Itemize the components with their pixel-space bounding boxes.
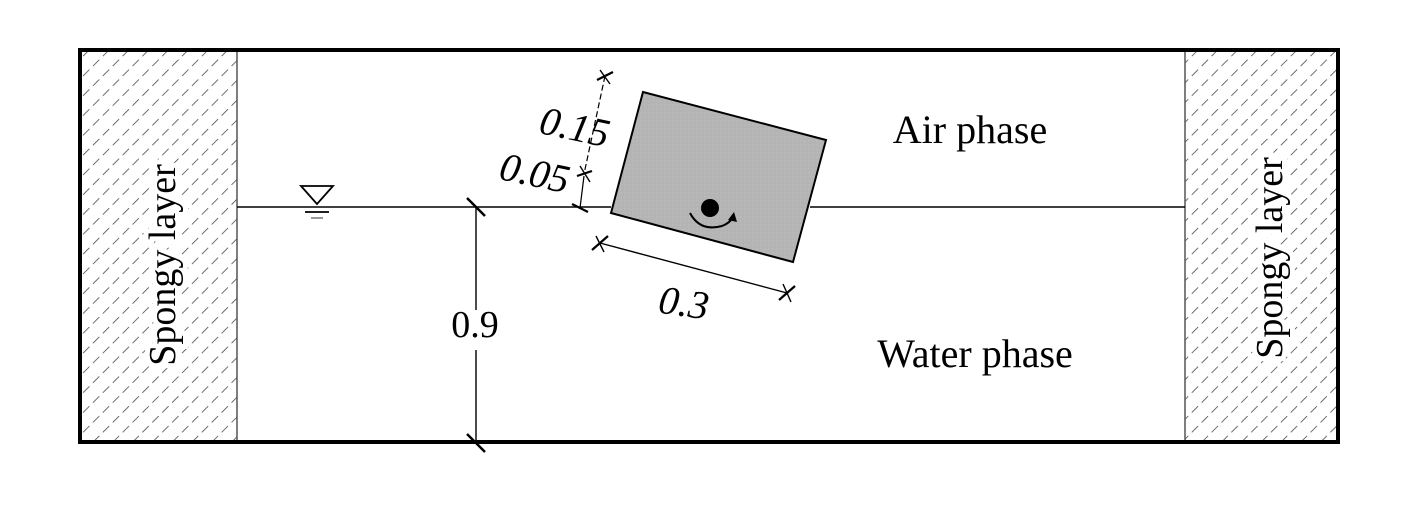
freeboard-dimension: 0.05 — [496, 144, 589, 213]
box-length-label: 0.3 — [656, 277, 712, 329]
water-depth-dimension: 0.9 — [451, 197, 499, 453]
box-length-dimension: 0.3 — [591, 235, 796, 329]
freeboard-label: 0.05 — [496, 144, 574, 203]
right-sponge-label: Spongy layer — [1249, 157, 1291, 359]
floating-box — [609, 90, 828, 264]
tank-boundary — [78, 48, 1340, 444]
rotation-center-icon — [701, 199, 719, 217]
water-level-icon — [298, 185, 336, 219]
water-depth-label: 0.9 — [451, 304, 499, 346]
left-sponge-layer: Spongy layer — [80, 50, 238, 442]
water-phase-label: Water phase — [877, 331, 1073, 376]
rotation-arrow-icon — [689, 212, 737, 229]
air-phase-label: Air phase — [893, 107, 1047, 152]
left-sponge-label: Spongy layer — [142, 164, 184, 366]
right-sponge-layer: Spongy layer — [1184, 50, 1338, 442]
box-height-label: 0.15 — [536, 98, 614, 157]
